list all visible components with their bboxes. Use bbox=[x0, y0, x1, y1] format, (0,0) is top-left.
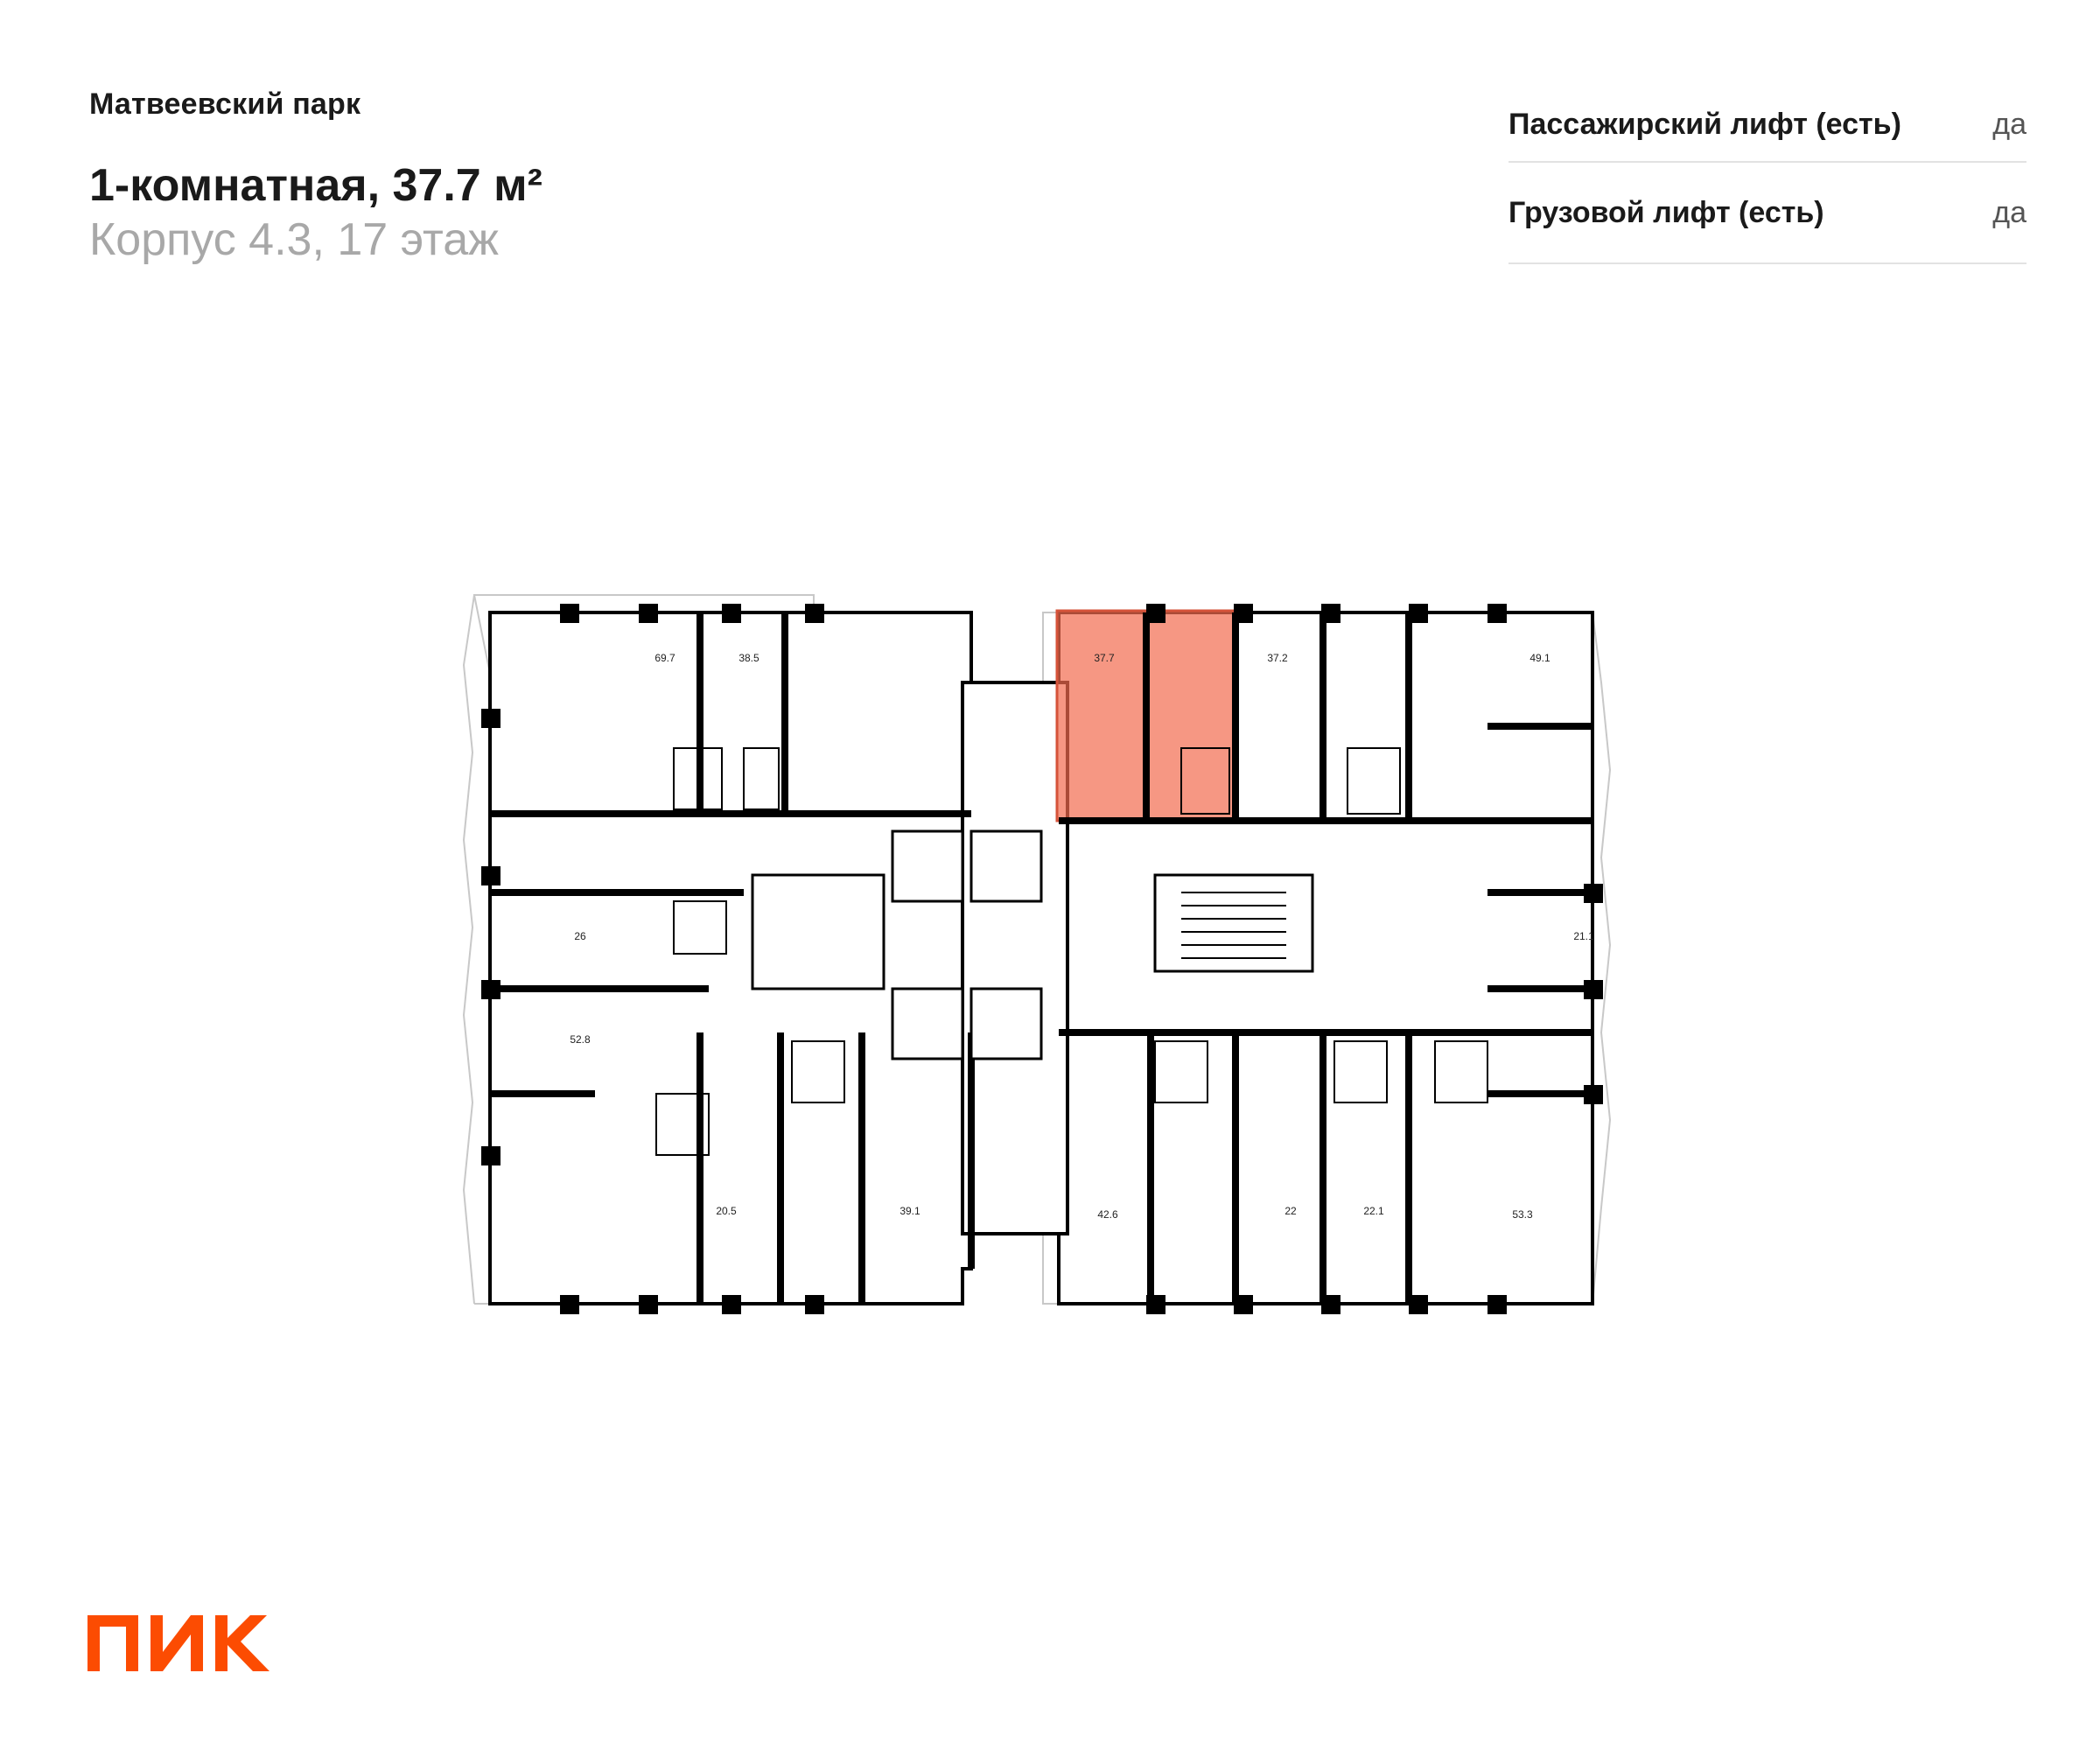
feature-freight-lift: Грузовой лифт (есть) да bbox=[1508, 163, 2026, 264]
feature-value: да bbox=[1992, 107, 2026, 141]
interior-walls bbox=[490, 612, 1592, 1304]
features-list: Пассажирский лифт (есть) да Грузовой лиф… bbox=[1508, 88, 2026, 264]
floor-plan: 69.7 38.5 37.7 37.2 49.1 26 21.1 52.8 20… bbox=[462, 594, 1612, 1314]
unit-labels: 69.7 38.5 37.7 37.2 49.1 26 21.1 52.8 20… bbox=[570, 652, 1594, 1221]
unit-area-label: 39.1 bbox=[900, 1205, 920, 1217]
unit-area-label: 52.8 bbox=[570, 1033, 591, 1046]
elevator-2 bbox=[970, 830, 1043, 903]
unit-area-label: 37.2 bbox=[1267, 652, 1288, 664]
stairwell bbox=[1153, 873, 1314, 973]
feature-passenger-lift: Пассажирский лифт (есть) да bbox=[1508, 88, 2026, 163]
feature-label: Пассажирский лифт (есть) bbox=[1508, 107, 1901, 141]
unit-area-label: 42.6 bbox=[1097, 1208, 1118, 1221]
unit-area-label: 21.1 bbox=[1573, 930, 1594, 942]
columns bbox=[481, 604, 1603, 1314]
unit-area-label: 37.7 bbox=[1094, 652, 1115, 664]
elevator-3 bbox=[891, 987, 964, 1060]
elevator-1 bbox=[891, 830, 964, 903]
unit-area-label: 26 bbox=[574, 930, 586, 942]
unit-area-label: 22.1 bbox=[1363, 1205, 1384, 1217]
feature-label: Грузовой лифт (есть) bbox=[1508, 195, 1824, 229]
apartment-title: 1-комнатная, 37.7 м² bbox=[89, 160, 542, 211]
header: Матвеевский парк 1-комнатная, 37.7 м² Ко… bbox=[89, 88, 877, 267]
project-name: Матвеевский парк bbox=[89, 88, 361, 121]
unit-area-label: 53.3 bbox=[1512, 1208, 1533, 1221]
bathrooms bbox=[655, 747, 1488, 1156]
unit-area-label: 69.7 bbox=[654, 652, 676, 664]
building-floor: Корпус 4.3, 17 этаж bbox=[89, 214, 499, 265]
core bbox=[751, 830, 1314, 1060]
unit-area-label: 20.5 bbox=[716, 1205, 737, 1217]
elevator-4 bbox=[970, 987, 1043, 1060]
unit-area-label: 38.5 bbox=[738, 652, 760, 664]
feature-value: да bbox=[1992, 195, 2026, 229]
unit-area-label: 22 bbox=[1284, 1205, 1297, 1217]
service-room bbox=[751, 873, 886, 990]
pik-logo bbox=[88, 1615, 270, 1671]
building-outline bbox=[488, 611, 1594, 1306]
unit-area-label: 49.1 bbox=[1530, 652, 1550, 664]
stairs bbox=[1181, 892, 1286, 959]
